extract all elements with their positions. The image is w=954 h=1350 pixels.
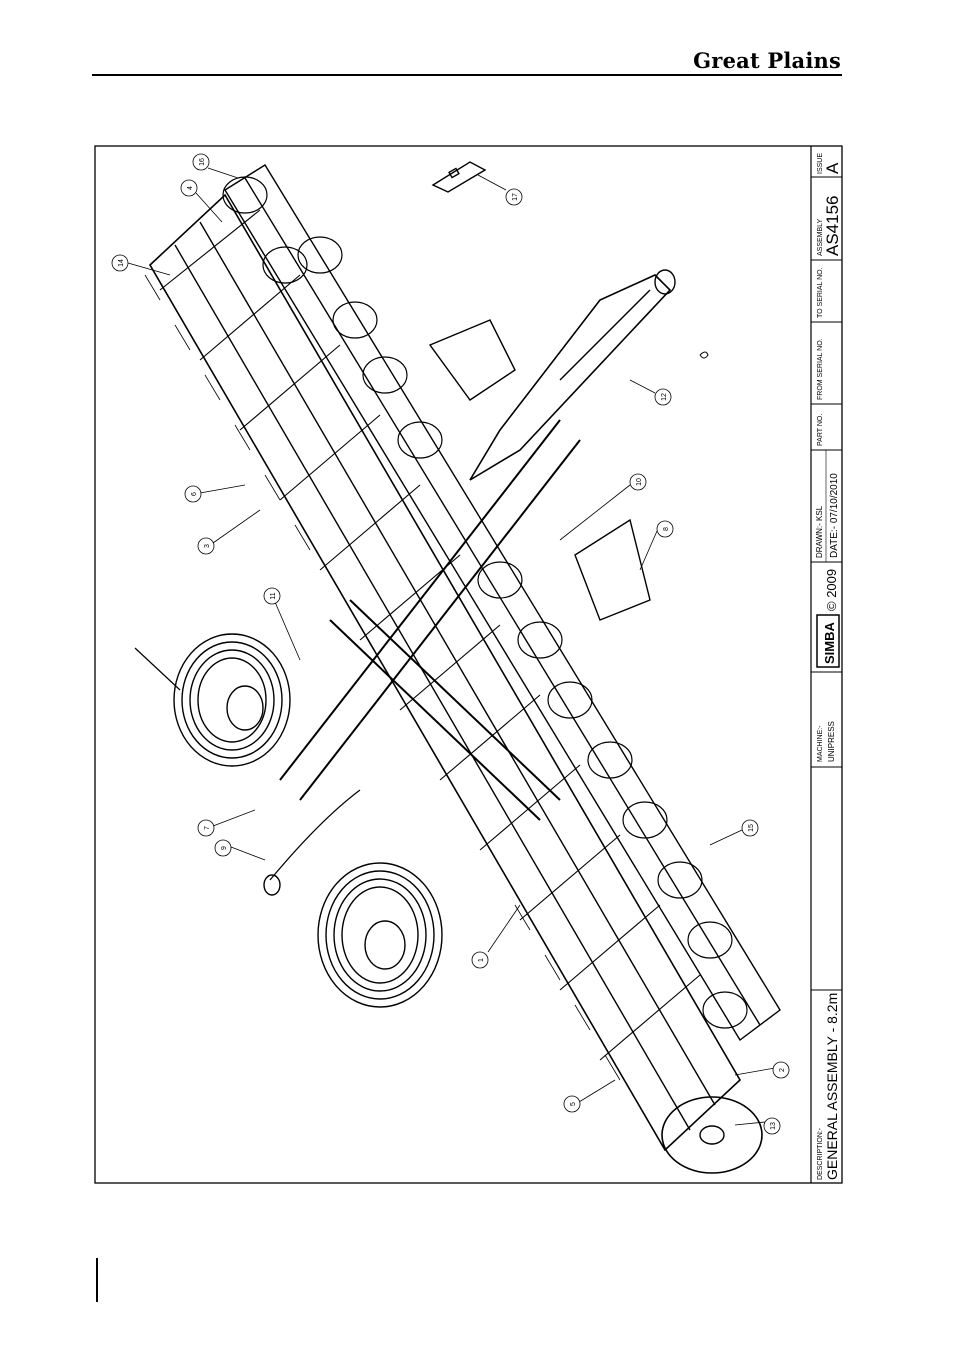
- svg-text:17: 17: [512, 193, 519, 201]
- drawing-date: DATE:- 07/10/2010: [829, 473, 840, 558]
- svg-text:15: 15: [748, 824, 755, 832]
- callout-16: 16: [193, 154, 209, 170]
- svg-text:6: 6: [191, 492, 198, 496]
- drawn-by: DRAWN:- KSL: [815, 505, 824, 558]
- svg-text:11: 11: [270, 592, 277, 599]
- svg-text:3: 3: [204, 544, 211, 548]
- machine-label: MACHINE:-: [817, 725, 824, 762]
- callout-6: 6: [185, 486, 201, 502]
- callout-14: 14: [112, 255, 128, 271]
- callout-8: 8: [657, 521, 673, 537]
- callout-10: 10: [630, 474, 646, 490]
- issue-letter: A: [823, 162, 842, 174]
- to-serial-label: TO SERIAL NO.: [817, 267, 824, 318]
- callout-1: 1: [472, 952, 488, 968]
- part-no-label: PART NO.: [817, 414, 824, 446]
- svg-text:12: 12: [661, 393, 668, 401]
- svg-text:16: 16: [199, 158, 206, 166]
- assembly-number: AS4156: [823, 196, 842, 257]
- callout-13: 13: [764, 1118, 780, 1134]
- callout-17: 17: [506, 189, 522, 205]
- callout-9: 9: [215, 840, 231, 856]
- svg-text:9: 9: [221, 846, 228, 850]
- copyright-text: © 2009: [824, 569, 839, 611]
- svg-text:4: 4: [187, 186, 194, 190]
- callout-5: 5: [564, 1096, 580, 1112]
- callout-12: 12: [655, 389, 671, 405]
- svg-text:2: 2: [779, 1068, 786, 1072]
- callout-2: 2: [773, 1062, 789, 1078]
- svg-text:SIMBA: SIMBA: [822, 622, 837, 665]
- svg-text:1: 1: [478, 958, 485, 962]
- machine-text: UNIPRESS: [827, 721, 836, 762]
- svg-text:5: 5: [570, 1102, 577, 1106]
- svg-text:14: 14: [118, 259, 125, 267]
- callout-7: 7: [198, 820, 214, 836]
- description-label: DESCRIPTION:-: [817, 1127, 824, 1180]
- svg-text:10: 10: [636, 478, 643, 486]
- description-text: GENERAL ASSEMBLY - 8.2m: [824, 993, 840, 1180]
- callout-15: 15: [742, 820, 758, 836]
- callout-4: 4: [181, 180, 197, 196]
- simba-logo: SIMBA: [817, 615, 839, 667]
- svg-text:7: 7: [204, 826, 211, 830]
- from-serial-label: FROM SERIAL NO.: [817, 338, 824, 400]
- machine-illustration: [135, 162, 780, 1173]
- callout-3: 3: [198, 538, 214, 554]
- svg-text:8: 8: [663, 527, 670, 531]
- callout-11: 11: [264, 588, 280, 604]
- svg-text:13: 13: [770, 1122, 777, 1130]
